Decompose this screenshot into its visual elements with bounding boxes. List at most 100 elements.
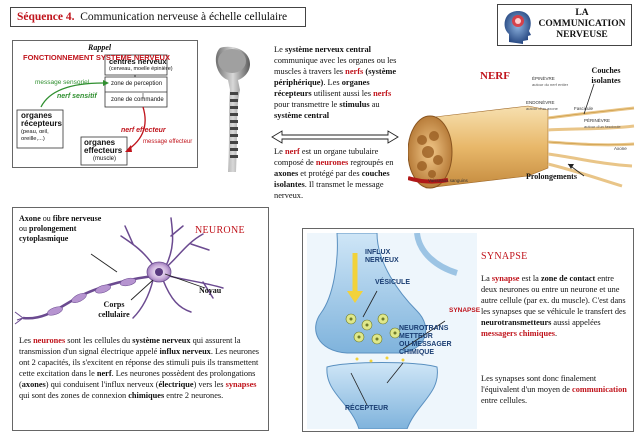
synapse-p7: aussi appelées [551,318,601,327]
snc-t9: utilisent aussi les [311,89,374,98]
synapse-p8: messagers chimiques [481,329,555,338]
rappel-title: Rappel [88,43,112,52]
messager-text: MESSAGER CHIMIQUE [399,341,452,356]
neurone-p10: axones [21,380,46,389]
perinevre-label: PÉRINÈVRE [584,118,611,123]
message-effecteur: message effecteur [143,139,193,145]
neurone-paragraph: Les neurones sont les cellules du systèm… [19,335,265,401]
prolongements-label: Prolongements [526,172,577,181]
neurone-p1: Les [19,336,34,345]
neurone-illustration [14,217,224,325]
zone-perception: zone de perception [111,81,163,87]
synapse-title: SYNAPSE [481,251,528,262]
nerf-t6: axones [274,169,299,178]
endonevre-sub: autour d'un axone [526,106,558,111]
neurone-p16: chimiques [128,391,165,400]
message-sensoriel: message sensoriel [35,79,90,86]
snc-t7: . Les [323,78,342,87]
neurone-p13: ) vers les [193,380,226,389]
badge-line2: COMMUNICATION [538,19,626,29]
synapse-p5: entre deux neurones ou entre un neurone … [481,274,626,316]
neurone-p15: qui sont des zones de connexion [19,391,129,400]
synapse-q3: entre cellules. [481,396,528,405]
zone-commande: zone de commande [111,97,164,103]
nerf-illustration: NERF Couches isolantes ÉPINÈVRE autour d… [408,48,636,198]
synapse-q2: communication [572,385,627,394]
snc-t12: stimulus [339,100,370,109]
snc-t13: au [369,100,380,109]
axone-label: Axone [614,146,627,151]
ou-text: OU [399,341,412,348]
snc-t2: système nerveux central [284,45,371,54]
snc-t1: Le [274,45,285,54]
nerf-cross-section [408,83,635,189]
sequence-header: Séquence 4. Communication nerveuse à éch… [10,7,306,27]
synapse-illustration [307,233,477,429]
noyau-label: Noyau [199,286,222,295]
synapse-p6: neurotransmetteurs [481,318,552,327]
synapse-p1: La [481,274,492,283]
nerf-t3: est un organe tubulaire composé de [274,147,379,167]
axone-label-a: Axone [19,214,41,223]
synapse-paragraph-2: Les synapses sont donc finalement l'équi… [481,373,629,406]
neurone-p14: synapses [225,380,257,389]
rappel-subtitle: FONCTIONNEMENT SYSTEME NERVEUX [23,53,170,62]
vaisseaux-label: Vaisseaux sanguins [428,178,468,183]
neurone-p2: neurones [33,336,66,345]
nerf-t2: nerf [284,147,300,156]
nerf-paragraph: Le nerf est un organe tubulaire composé … [274,146,404,201]
nerf-t4: neurones [315,158,349,167]
axone-label-e: prolongement cytoplasmique [19,224,77,243]
sequence-number: Séquence 4. [17,11,75,23]
neurone-p11: ) qui conduisent l'influx nerveux ( [45,380,159,389]
nerf-t1: Le [274,147,285,156]
neurone-panel: NEURONE Axone ou fibre nerveuse ou prolo… [12,207,269,431]
nerf-effecteur: nerf effecteur [121,127,166,134]
nerf-t8: couches isolantes [274,169,390,189]
nervous-system-figure [215,46,250,172]
corps-cellulaire-label: Corps cellulaire [98,300,130,319]
neurone-p6: influx nerveux [159,347,211,356]
badge-line1: LA [575,8,589,18]
neurone-title: NEURONE [195,225,245,236]
centres-sub: (cerveau, moelle épinière) [109,66,173,72]
double-arrow-icon [271,130,399,144]
head-brain-icon [504,10,531,44]
recepteurs-sub: (peau, œil, oreille,...) [21,129,49,142]
snc-t6: (système périphérique) [274,67,397,87]
recepteur-label: RÉCEPTEUR [345,405,389,412]
epinevre-sub: autour du nerf entier [532,82,569,87]
synapse-paragraph-1: La synapse est la zone de contact entre … [481,273,629,339]
synapse-q1: Les synapses sont donc finalement l'équi… [481,374,597,394]
organes-effecteurs: organes effecteurs [84,138,123,155]
rappel-diagram: Rappel FONCTIONNEMENT SYSTEME NERVEUX ce… [12,40,198,168]
synapse-label: SYNAPSE [449,307,481,314]
synapse-p3: est la [519,274,541,283]
fascicule-label: Fascicule [574,106,594,111]
snc-t14: système central [274,111,330,120]
neurone-p7: . Les neurones ont 2 capacités, ils s'ex… [19,347,259,378]
snc-paragraph: Le système nerveux central communique av… [274,44,406,121]
endonevre-label: ENDONÈVRE [526,100,555,105]
snc-t8: organes récepteurs [274,78,370,98]
effecteurs-sub: (muscle) [93,156,117,162]
axone-label-group: Axone ou fibre nerveuse ou prolongement … [19,214,103,244]
epinevre-label: ÉPINÈVRE [532,76,555,81]
nerf-t7: et protégé par des [298,169,362,178]
centres-title: centres nerveux [109,57,167,66]
synapse-p9: . [554,329,558,338]
snc-t3: communique avec les organes ou les muscl… [274,56,397,76]
axone-label-c: fibre nerveuse [52,214,102,223]
axone-label-b: ou [40,214,53,223]
rappel-arrows [16,54,168,166]
influx-nerveux-label: INFLUX NERVEUX [365,249,399,264]
topic-badge: LA COMMUNICATION NERVEUSE [497,4,632,46]
nerf-t5: regroupés en [348,158,394,167]
nerf-t9: . Il transmet le message nerveux. [274,180,384,200]
neurone-p4: système nerveux [132,336,191,345]
neurone-p12: électrique [158,380,194,389]
synapse-p2: synapse [491,274,520,283]
neurone-p17: entre 2 neurones. [164,391,224,400]
neurone-p5: qui assurent la transmission d'un signal… [19,336,241,356]
